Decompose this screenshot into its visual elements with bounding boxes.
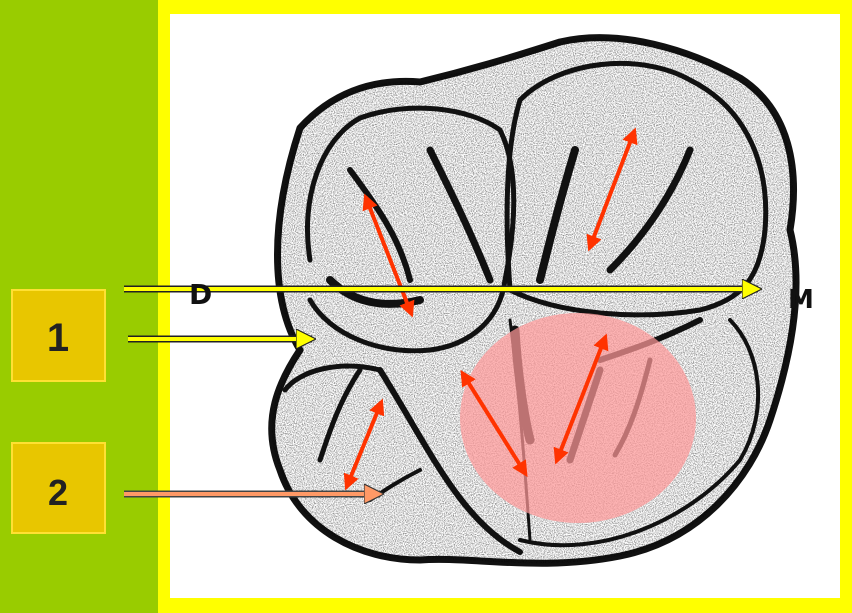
label-box-2-text: 2 xyxy=(48,472,68,513)
label-box-1: 1 xyxy=(12,290,105,381)
frame-top xyxy=(158,0,852,4)
label-mesial: M xyxy=(788,285,814,315)
frame-bottom xyxy=(158,598,852,613)
label-box-2: 2 xyxy=(12,443,105,533)
frame-right xyxy=(840,0,852,613)
highlight-circle xyxy=(460,313,696,523)
frame-left xyxy=(158,0,170,613)
label-box-1-text: 1 xyxy=(47,316,69,360)
label-distal: D xyxy=(189,278,212,311)
